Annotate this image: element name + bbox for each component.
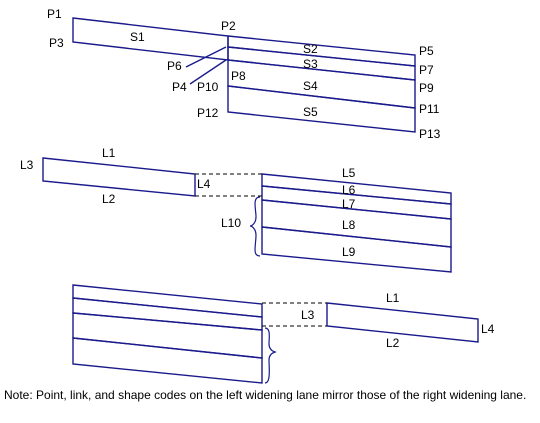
link-l9 (261, 226, 452, 273)
section-points-shapes (72, 17, 416, 133)
note-text: Note: Point, link, and shape codes on th… (4, 388, 527, 402)
label-p5: P5 (419, 44, 434, 58)
label-p10: P10 (197, 80, 219, 94)
label-l4: L4 (197, 177, 211, 191)
label-s4: S4 (303, 79, 318, 93)
brace-left (264, 327, 277, 384)
label-p2: P2 (221, 19, 236, 33)
label-l6: L6 (342, 183, 356, 197)
label-p8: P8 (231, 69, 246, 83)
label-p1: P1 (47, 7, 62, 21)
label-left-l2: L2 (386, 336, 400, 350)
left-link-4 (72, 337, 263, 384)
label-p9: P9 (419, 81, 434, 95)
lane-diagram: P1 P2 P3 S1 S2 S3 S4 S5 P5 P6 P7 P8 P4 P… (20, 7, 495, 384)
shape-s1 (72, 17, 229, 61)
section-left-labels: L1 L3 L4 L2 (301, 291, 495, 350)
label-left-l3: L3 (301, 308, 315, 322)
section-left-widening (72, 284, 479, 384)
shape-s4 (227, 59, 416, 109)
label-p12: P12 (197, 106, 219, 120)
label-l2: L2 (102, 192, 116, 206)
label-l8: L8 (342, 218, 356, 232)
label-p6: P6 (167, 59, 182, 73)
link-l7-l8 (261, 199, 452, 248)
label-l1: L1 (102, 146, 116, 160)
connector-l3 (262, 302, 327, 327)
left-link-2 (72, 297, 263, 331)
brace-l10 (249, 196, 261, 257)
leader-p6 (185, 46, 227, 68)
label-l10: L10 (221, 216, 241, 230)
shape-s2 (227, 35, 416, 67)
section-points-labels: P1 P2 P3 S1 S2 S3 S4 S5 P5 P6 P7 P8 P4 P… (47, 7, 441, 141)
label-p3: P3 (49, 36, 64, 50)
label-s5: S5 (303, 105, 318, 119)
label-left-l4: L4 (481, 322, 495, 336)
shape-s5 (227, 85, 416, 133)
label-p11: P11 (419, 102, 440, 116)
label-left-l1: L1 (386, 291, 400, 305)
label-s3: S3 (303, 57, 318, 71)
section-right-widening (42, 157, 452, 273)
label-s2: S2 (303, 42, 318, 56)
label-l5: L5 (342, 166, 356, 180)
label-p4: P4 (172, 80, 187, 94)
leader-p4 (189, 59, 227, 85)
left-link-3 (72, 312, 263, 359)
section-right-labels: L1 L3 L2 L4 L5 L6 L7 L10 L8 L9 (20, 146, 356, 259)
link-l1-l2 (42, 157, 196, 197)
label-l9: L9 (342, 245, 356, 259)
label-p7: P7 (419, 63, 434, 77)
label-p13: P13 (419, 127, 441, 141)
label-l7: L7 (342, 197, 356, 211)
label-l3: L3 (20, 158, 34, 172)
left-link-l1-l2 (326, 302, 479, 343)
label-s1: S1 (130, 30, 145, 44)
